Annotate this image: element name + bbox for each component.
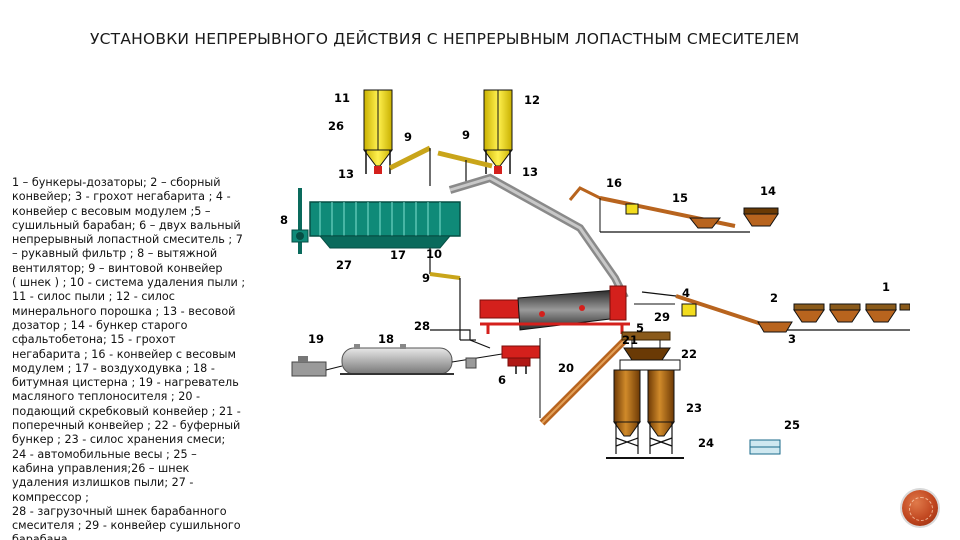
legend-line: сфальтобетона; 15 - грохот [12, 333, 176, 347]
transverse-conveyor-21 [621, 331, 671, 348]
mineral-powder-silo-12 [483, 89, 513, 174]
label-22: 22 [681, 347, 697, 361]
legend-line: 11 - силос пыли ; 12 - силос [12, 290, 175, 304]
legend-line: конвейер с весовым модулем ;5 – [12, 204, 211, 218]
legend-line: дозатор ; 14 - бункер старого [12, 318, 188, 332]
legend-line: 28 - загрузочный шнек барабанного [12, 504, 227, 518]
bag-filter-7 [298, 188, 461, 254]
rap-hopper-14 [743, 207, 779, 227]
label-2: 2 [770, 291, 778, 305]
label-28: 28 [414, 319, 430, 333]
oversize-screen-3 [757, 321, 793, 333]
dust-removal-system-10 [429, 248, 476, 341]
legend-line: – рукавный фильтр ; 8 – вытяжной [12, 247, 218, 261]
weigh-conveyor-16 [568, 186, 750, 233]
bitumen-tank-18 [340, 344, 454, 375]
heater-pipes [325, 353, 503, 371]
legend-line: негабарита ; 16 - конвейер с весовым [12, 347, 236, 361]
legend-line: подающий скребковый конвейер ; 21 - [12, 404, 241, 418]
legend-line: модулем ; 17 - воздуходувка ; 18 - [12, 361, 215, 375]
label-3: 3 [788, 332, 796, 346]
label-23: 23 [686, 401, 702, 415]
dust-duct [448, 173, 629, 300]
label-13b: 13 [522, 165, 538, 179]
label-20: 20 [558, 361, 574, 375]
legend-line: вентилятор; 9 – винтовой конвейер [12, 261, 223, 275]
dust-silo-11 [363, 89, 393, 174]
control-cabin-25 [749, 439, 781, 455]
label-26: 26 [328, 119, 344, 133]
legend-line: поперечный конвейер ; 22 - буферный [12, 419, 241, 433]
legend-line: непрерывный лопастной смеситель ; 7 [12, 233, 243, 247]
oil-heater-19 [291, 356, 327, 377]
label-24: 24 [698, 436, 714, 450]
label-10: 10 [426, 247, 442, 261]
label-19: 19 [308, 332, 324, 346]
label-15: 15 [672, 191, 688, 205]
page-title: УСТАНОВКИ НЕПРЕРЫВНОГО ДЕЙСТВИЯ С НЕПРЕР… [90, 30, 800, 48]
label-27: 27 [336, 258, 352, 272]
label-12: 12 [524, 93, 540, 107]
dosing-bunkers-1 [793, 303, 910, 323]
legend-line: 24 - автомобильные весы ; 25 – [12, 447, 197, 461]
legend-line: ( шнек ) ; 10 - система удаления пыли ; [12, 276, 246, 290]
legend-line: кабина управления;26 – шнек [12, 461, 190, 475]
label-18: 18 [378, 332, 394, 346]
weigh-module-4 [681, 303, 697, 317]
label-25: 25 [784, 418, 800, 432]
label-14: 14 [760, 184, 776, 198]
label-29: 29 [654, 310, 670, 324]
legend-line: минерального порошка ; 13 - весовой [12, 304, 236, 318]
screw-conveyors-9 [388, 145, 493, 186]
mix-storage-silos-23 [613, 359, 681, 454]
label-9a: 9 [404, 130, 412, 144]
paddle-mixer-6 [501, 345, 541, 374]
legend-line: бункер ; 23 - силос хранения смеси; [12, 433, 226, 447]
label-6: 6 [498, 373, 506, 387]
legend-line: барабана [12, 533, 68, 540]
drying-drum-5 [479, 285, 630, 334]
legend-line: сушильный барабан; 6 – двух вальный [12, 218, 241, 232]
legend-line: масляного теплоносителя ; 20 - [12, 390, 201, 404]
label-9c: 9 [422, 271, 430, 285]
plant-diagram: 11 12 26 9 9 13 13 8 27 17 10 9 28 19 18… [280, 89, 910, 459]
legend-line: компрессор ; [12, 490, 89, 504]
label-21: 21 [622, 333, 638, 347]
label-11: 11 [334, 91, 350, 105]
legend-line: удаления излишков пыли; 27 - [12, 476, 194, 490]
legend-line: конвейер; 3 - грохот негабарита ; 4 - [12, 190, 231, 204]
label-5: 5 [636, 321, 644, 335]
label-1: 1 [882, 280, 890, 294]
label-16: 16 [606, 176, 622, 190]
label-8: 8 [280, 213, 288, 227]
label-9b: 9 [462, 128, 470, 142]
label-17: 17 [390, 248, 406, 262]
legend-line: 1 – бункеры-дозаторы; 2 – сборный [12, 176, 221, 189]
buffer-hopper-22 [623, 347, 671, 361]
next-slide-button[interactable] [902, 490, 938, 526]
scraper-conveyor-20 [539, 337, 628, 426]
exhaust-fan-8 [291, 229, 309, 243]
label-13a: 13 [338, 167, 354, 181]
oversize-screen-15 [688, 217, 722, 229]
loading-screw-28 [430, 329, 491, 349]
label-4: 4 [682, 286, 690, 300]
legend-line: битумная цистерна ; 19 - нагреватель [12, 376, 239, 390]
legend-line: смесителя ; 29 - конвейер сушильного [12, 519, 241, 533]
